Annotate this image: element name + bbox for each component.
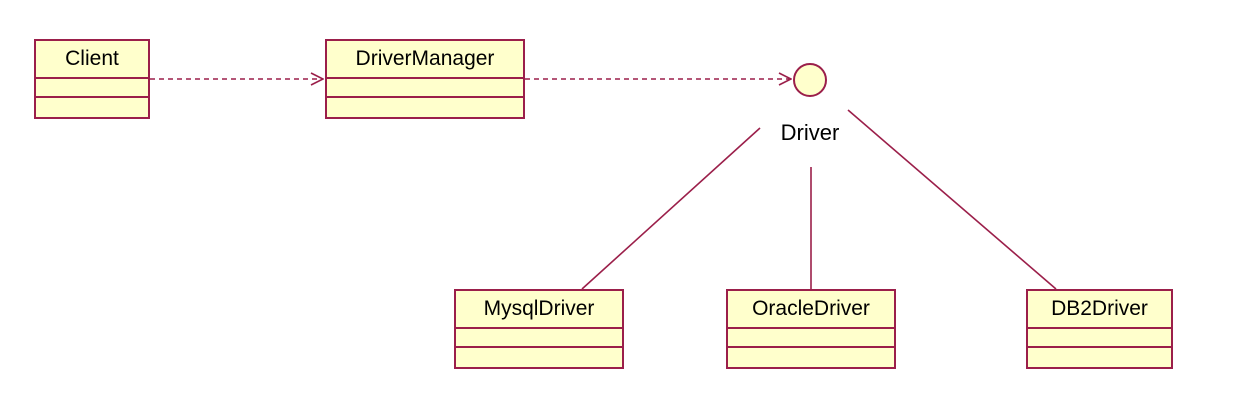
realization-mysqldriver [581,127,761,290]
class-drivermanager[interactable]: DriverManager [325,39,525,119]
class-drivermanager-attributes [327,79,523,98]
class-drivermanager-operations [327,98,523,117]
realization-db2driver [847,109,1057,290]
class-mysqldriver-attributes [456,329,622,348]
class-oracledriver[interactable]: OracleDriver [726,289,896,369]
class-client-attributes [36,79,148,98]
class-db2driver-name: DB2Driver [1028,291,1171,329]
class-mysqldriver-operations [456,348,622,367]
driver-interface-icon[interactable] [793,63,827,97]
class-oracledriver-name: OracleDriver [728,291,894,329]
class-drivermanager-name: DriverManager [327,41,523,79]
class-client-operations [36,98,148,117]
class-db2driver[interactable]: DB2Driver [1026,289,1173,369]
class-oracledriver-attributes [728,329,894,348]
class-mysqldriver[interactable]: MysqlDriver [454,289,624,369]
class-mysqldriver-name: MysqlDriver [456,291,622,329]
driver-interface-label: Driver [780,120,840,145]
class-client-name: Client [36,41,148,79]
class-oracledriver-operations [728,348,894,367]
class-db2driver-operations [1028,348,1171,367]
class-client[interactable]: Client [34,39,150,119]
class-db2driver-attributes [1028,329,1171,348]
